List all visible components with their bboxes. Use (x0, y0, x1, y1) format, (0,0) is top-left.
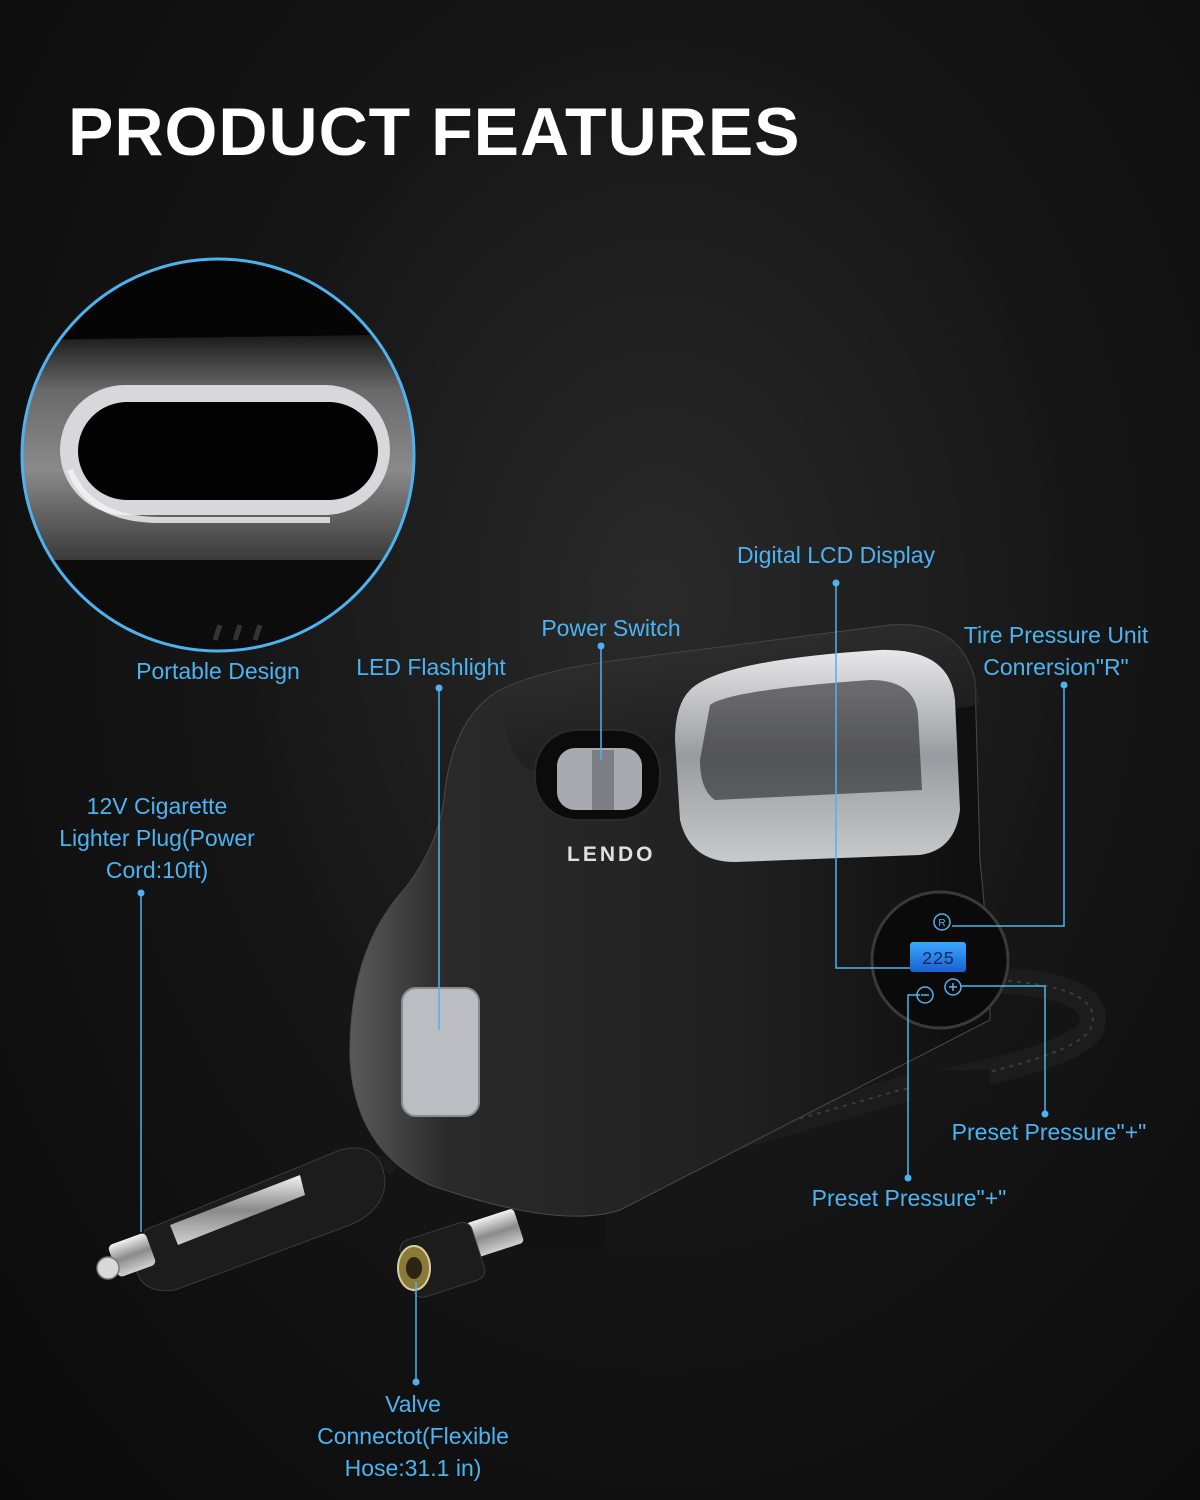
plus-icon (944, 978, 962, 996)
callout-valve-connector: Valve Connectot(Flexible Hose:31.1 in) (288, 1388, 538, 1484)
callout-text: Lighter Plug(Power (59, 825, 255, 851)
lcd-reading: 225 (922, 950, 954, 970)
callout-portable-design: Portable Design (100, 655, 336, 687)
callout-text: Power Switch (541, 615, 681, 641)
callout-text: Portable Design (136, 658, 300, 684)
callout-preset-pressure-minus: Preset Pressure"+" (786, 1182, 1032, 1214)
leader-tire-unit (952, 685, 1065, 927)
callout-tire-pressure-unit: Tire Pressure Unit Conrersion"R" (935, 619, 1177, 683)
callout-preset-pressure-plus: Preset Pressure"+" (926, 1116, 1172, 1148)
leader-preset-plus-left (907, 994, 920, 1178)
callout-digital-lcd: Digital LCD Display (716, 539, 956, 571)
power-switch (534, 729, 661, 821)
page-title: PRODUCT FEATURES (68, 94, 801, 170)
valve-connector (397, 1209, 524, 1298)
callout-text: Tire Pressure Unit (963, 622, 1149, 648)
callout-text: Preset Pressure"+" (951, 1119, 1147, 1145)
callout-lines (140, 583, 1065, 1382)
callout-led-flashlight: LED Flashlight (331, 651, 531, 683)
handle-zoom-inset (20, 257, 416, 653)
callout-text: Cord:10ft) (105, 857, 209, 883)
callout-text: Conrersion"R" (983, 654, 1129, 680)
leader-preset-plus-right (960, 985, 1046, 1114)
lcd-screen (910, 942, 966, 972)
callout-dots (137, 579, 1068, 1386)
unit-toggle-icon: R (933, 913, 951, 931)
callout-cigarette-plug: 12V Cigarette Lighter Plug(Power Cord:10… (30, 790, 284, 886)
leader-digital-lcd (835, 583, 910, 969)
callout-text: Hose:31.1 in) (344, 1455, 482, 1481)
brand-logo: LENDO (567, 843, 656, 866)
control-panel: 225 R (870, 890, 1010, 1030)
svg-text:R: R (938, 918, 945, 929)
callout-text: Preset Pressure"+" (811, 1185, 1007, 1211)
callout-text: Valve (385, 1391, 441, 1417)
carry-handle (675, 649, 960, 862)
callout-power-switch: Power Switch (511, 612, 711, 644)
cigarette-lighter-plug (96, 1147, 386, 1292)
led-flashlight-lens (401, 987, 480, 1117)
callout-text: Connectot(Flexible (317, 1423, 509, 1449)
callout-text: Digital LCD Display (736, 542, 936, 568)
callout-text: LED Flashlight (356, 654, 506, 680)
callout-text: 12V Cigarette (86, 793, 228, 819)
base-foot-right (910, 1070, 990, 1100)
